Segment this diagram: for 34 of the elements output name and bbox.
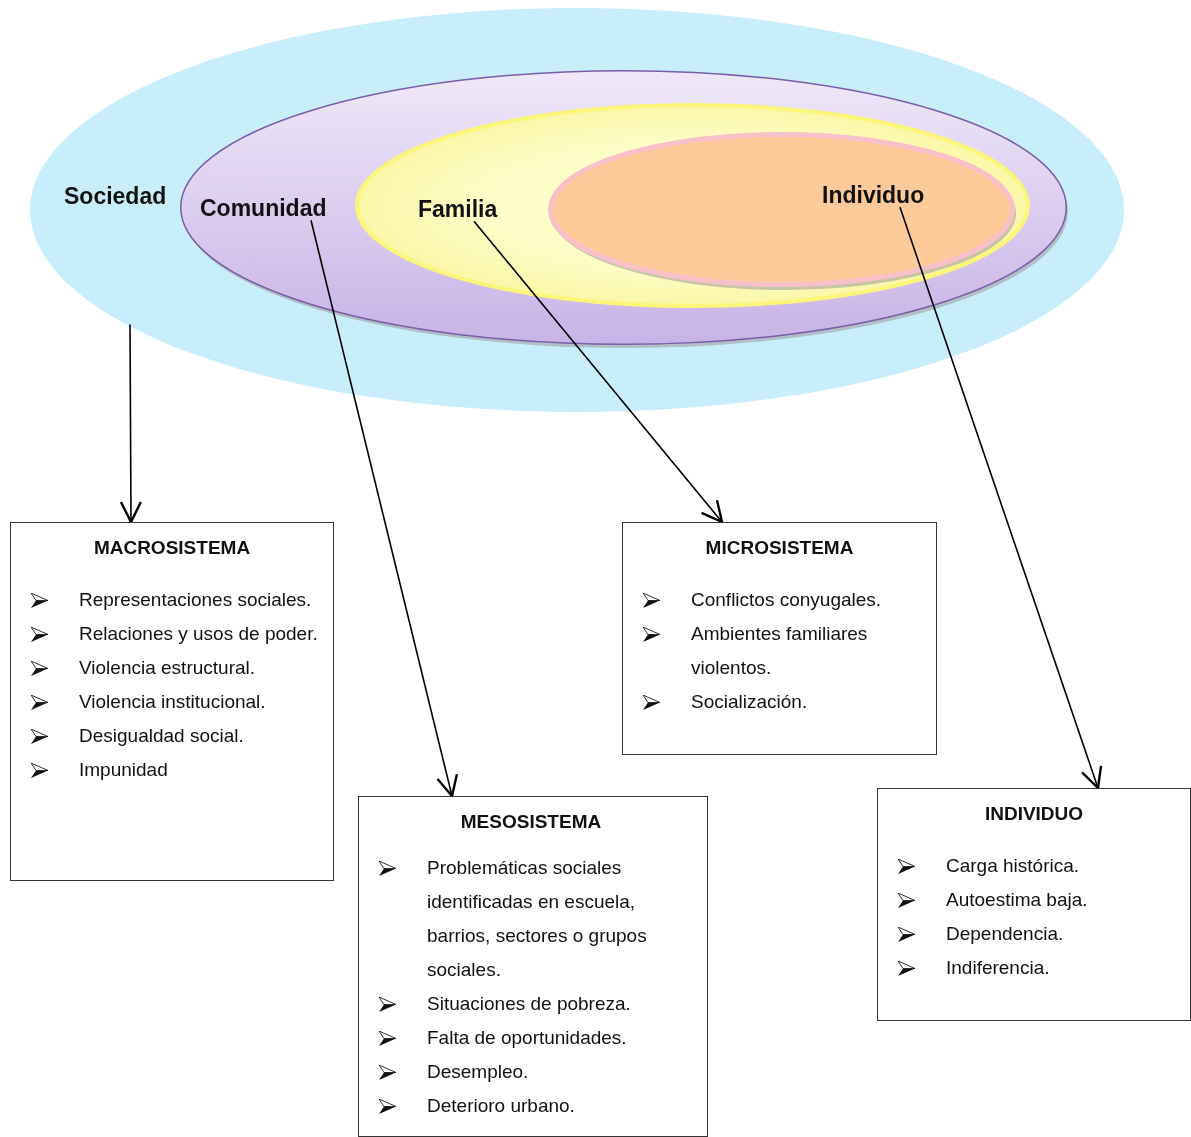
list-item: Dependencia. [946,923,1064,944]
box-heading: MACROSISTEMA [92,537,252,559]
list-box [10,522,334,881]
list-item: Violencia institucional. [79,691,266,712]
arrow [473,220,724,524]
list-item: Situaciones de pobreza. [427,993,631,1014]
arrow [119,323,143,524]
box-heading: MESOSISTEMA [459,811,603,833]
arrow [899,206,1103,790]
list-item: Deterioro urbano. [427,1095,575,1116]
list-box [877,788,1191,1021]
list-box [358,796,708,1137]
list-item: Representaciones sociales. [79,589,312,610]
list-item: Desigualdad social. [79,725,244,746]
box-heading: MICROSISTEMA [704,537,855,559]
ellipse-label: Individuo [822,183,925,209]
list-item: Autoestima baja. [946,889,1088,910]
list-item: Relaciones y usos de poder. [79,623,318,644]
list-item: Ambientes familiares violentos. [691,623,868,678]
ellipse-label: Sociedad [64,184,167,210]
box-heading: INDIVIDUO [983,803,1085,825]
list-item: Falta de oportunidades. [427,1027,627,1048]
list-item: Problemáticas sociales identificadas en escuela, barrios, sectores o grupos sociales. [427,857,647,980]
ellipse-label: Comunidad [200,196,327,222]
arrow [310,219,459,798]
list-item: Violencia estructural. [79,657,256,678]
ellipse-label: Familia [418,197,498,223]
list-item: Impunidad [79,759,168,780]
list-item: Conflictos conyugales. [691,589,882,610]
list-item: Socialización. [691,691,808,712]
list-box [622,522,937,755]
list-item: Desempleo. [427,1061,529,1082]
list-item: Indiferencia. [946,957,1050,978]
list-item: Carga histórica. [946,855,1080,876]
